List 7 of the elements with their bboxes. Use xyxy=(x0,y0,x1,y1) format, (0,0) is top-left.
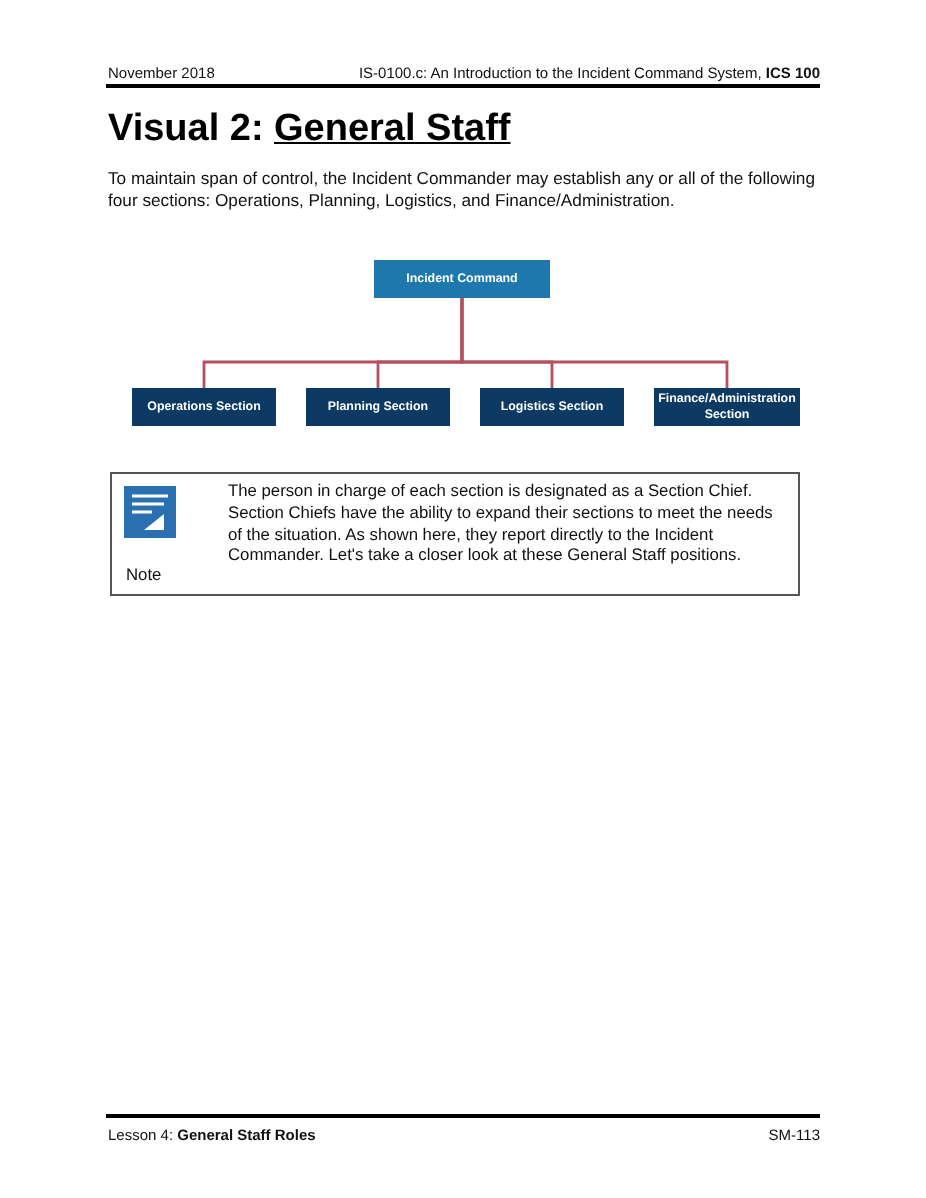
visual-number: Visual 2: xyxy=(108,108,264,152)
intro-paragraph: To maintain span of control, the Incident Commander may establish any or all of the following four sections: Operations, Planning, Logistics, and Finance/Administration. xyxy=(108,168,817,212)
note-box xyxy=(110,472,800,596)
page-title: General Staff xyxy=(274,108,511,152)
note-label: Note xyxy=(126,564,162,584)
connector-line xyxy=(460,298,729,388)
note-text: The person in charge of each section is designated as a Section Chief. Section Chiefs have the ability to expand their sections to meet the needs of the situation. As shown here, they report directly to the Incident Commander. Let's take a closer look at these General Staff positions. xyxy=(228,480,775,567)
